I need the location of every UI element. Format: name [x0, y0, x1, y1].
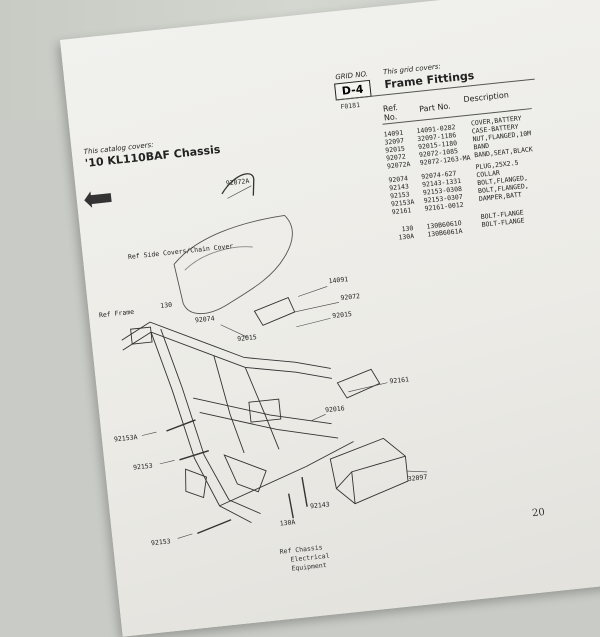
callout-label: 92153A	[114, 433, 138, 443]
front-arrow-icon	[84, 191, 112, 208]
exploded-parts-diagram: 92072A Ref Side Covers/Chain Cover Ref F…	[84, 173, 428, 547]
callout-label: 130A	[279, 518, 295, 528]
battery-case-shape	[329, 437, 409, 505]
battery-cover-shape	[253, 296, 296, 326]
callout-label: 92153	[151, 537, 171, 547]
callout-label: 92015	[332, 310, 352, 320]
callout-label: 92072A	[225, 177, 249, 187]
callout-label: 92072	[340, 292, 360, 302]
col-no: No.	[383, 112, 398, 123]
callout-label: 92015	[237, 333, 257, 343]
leader-lines	[141, 185, 428, 539]
callout-label: Ref Frame	[99, 308, 135, 320]
frame-shape	[121, 321, 354, 524]
callout-label: 92143	[310, 500, 330, 510]
callout-label: 92153	[133, 462, 153, 472]
page-number: 20	[531, 506, 546, 520]
callout-label: 14091	[328, 275, 348, 285]
callout-label: 92016	[325, 404, 345, 414]
callout-label: 92161	[389, 375, 409, 385]
damper-shape	[336, 368, 381, 399]
callout-label: Ref Side Covers/Chain Cover	[128, 242, 234, 261]
catalog-page: GRID NO. D-4 This grid covers: Frame Fit…	[60, 0, 600, 637]
bolt-shape	[166, 419, 308, 534]
seat-band-shape	[221, 173, 255, 196]
callout-label: 92074	[195, 314, 215, 324]
callout-label: 130	[160, 301, 173, 310]
col-part: Part No.	[418, 101, 452, 114]
col-desc: Description	[462, 90, 510, 105]
callout-label: 32097	[407, 473, 427, 483]
side-cover-shape	[173, 215, 293, 315]
grid-code: F0181	[340, 101, 361, 112]
